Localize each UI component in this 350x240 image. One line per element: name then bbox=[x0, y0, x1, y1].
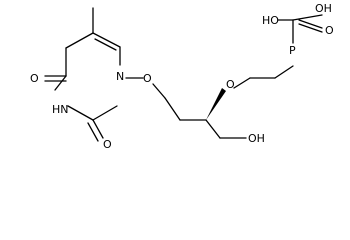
side-chain bbox=[152, 65, 294, 139]
atom-oh-top-right: OH bbox=[315, 2, 332, 15]
atom-o-phosphoryl: O bbox=[325, 24, 334, 37]
atom-hn: HN bbox=[52, 103, 69, 116]
stereo-wedge bbox=[206, 88, 226, 120]
molecule-diagram: O HN O N O O HO OH P O OH bbox=[30, 2, 334, 151]
atom-oh-bottom: OH bbox=[248, 132, 265, 145]
atom-p: P bbox=[289, 44, 296, 57]
atom-oh-top: HO bbox=[262, 14, 279, 27]
pyrimidine-ring bbox=[54, 32, 121, 121]
carbonyl-c2-bond bbox=[87, 119, 104, 142]
atom-o-ether: O bbox=[226, 78, 235, 91]
atom-n1: N bbox=[116, 70, 124, 83]
structure-drawing: O HN O N O O HO OH P O OH bbox=[30, 2, 334, 151]
atom-o-c2: O bbox=[103, 138, 112, 151]
phosphonate-group bbox=[277, 14, 323, 44]
carbonyl-c4-bond bbox=[44, 75, 67, 82]
atom-o-n1: O bbox=[143, 72, 152, 85]
atom-o-c4: O bbox=[30, 72, 39, 85]
